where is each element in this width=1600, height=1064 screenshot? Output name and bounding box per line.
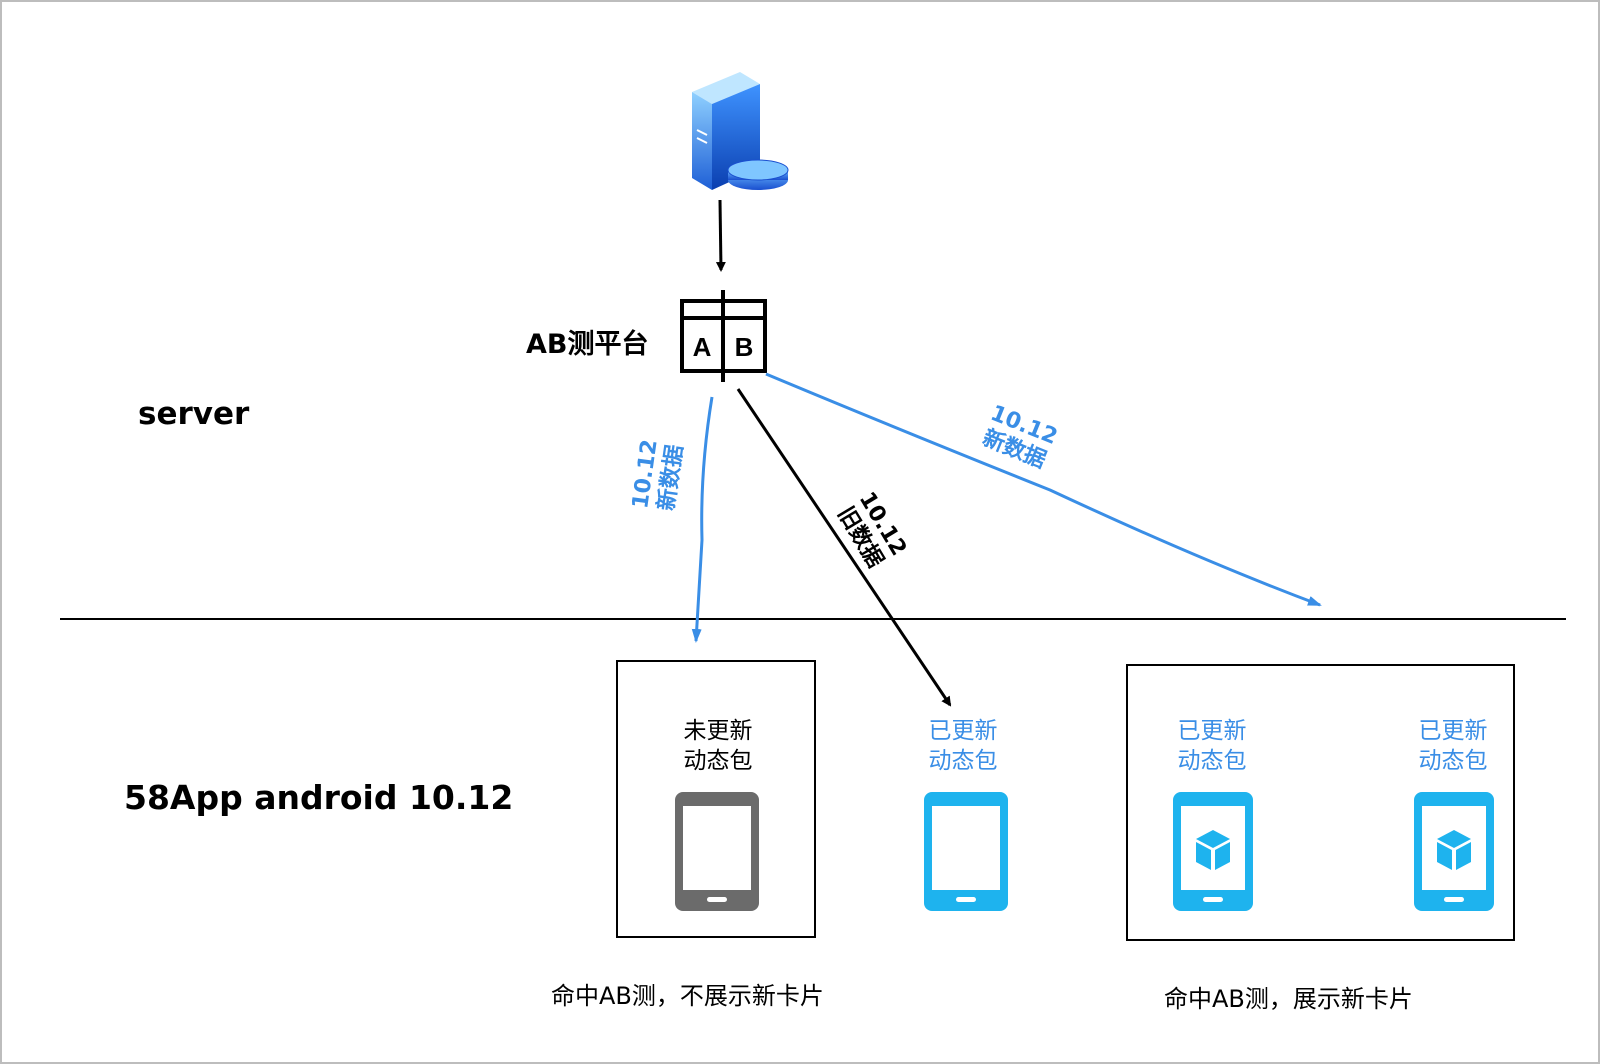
caption-right: 命中AB测，展示新卡片 (1164, 985, 1413, 1013)
package-cube-icon (1196, 830, 1230, 870)
server-to-ab-arrow (715, 199, 726, 272)
mobile-phone-icon (1173, 792, 1253, 911)
package-cube-icon (1437, 830, 1471, 870)
mobile-phone-icon (924, 792, 1008, 911)
phone-updated-label-1: 已更新 动态包 (928, 718, 998, 774)
server-label: server (138, 396, 250, 432)
box-not-updated (616, 660, 816, 938)
ab-to-group-right-arrow (765, 372, 1322, 607)
mobile-phone-icon (675, 792, 759, 911)
ab-to-phone-middle-arrow (736, 388, 952, 707)
phone-updated-label-3: 已更新 动态包 (1418, 718, 1488, 774)
phone-not-updated-label: 未更新 动态包 (683, 718, 753, 774)
caption-left: 命中AB测，不展示新卡片 (551, 982, 824, 1010)
server-database-icon (692, 72, 789, 190)
ab-test-icon (680, 290, 767, 382)
app-label: 58App android 10.12 (124, 778, 514, 817)
phone-updated-label-2: 已更新 动态包 (1177, 718, 1247, 774)
box-updated-group (1126, 664, 1515, 941)
ab-icon-letter-a: A (693, 332, 712, 362)
ab-icon-letter-b: B (735, 332, 754, 362)
ab-platform-label: AB测平台 (526, 329, 649, 360)
ab-to-phone-left-arrow (691, 396, 714, 643)
mobile-phone-icon (1414, 792, 1494, 911)
